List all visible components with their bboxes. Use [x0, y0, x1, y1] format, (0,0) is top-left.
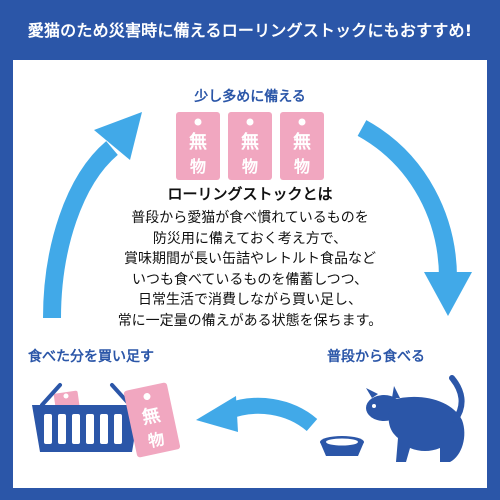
explanation-line: 賞味期間が長い缶詰やレトルト食品など: [124, 251, 376, 267]
explanation-line: 常に一定量の備えがある状態を保ちます。: [117, 312, 383, 329]
product-tag-icon: [176, 112, 220, 180]
stage-label-eat: 普段から食べる: [327, 349, 425, 365]
banner-title: 愛猫のため災害時に備えるローリングストックにもおすすめ!: [27, 21, 473, 40]
explanation-line: 防災用に備えておく考え方で、: [152, 230, 348, 247]
explanation-body: 普段から愛猫が食べ慣れているものを 防災用に備えておく考え方で、 賞味期間が長い…: [0, 208, 500, 331]
cycle-arrow-icon: [196, 396, 318, 432]
cat-icon: [366, 375, 465, 462]
stage-label-prepare: 少し多めに備える: [194, 89, 306, 105]
food-bowl-icon: [320, 436, 364, 456]
product-tag-icon: [228, 112, 272, 180]
product-tag-icon: [280, 112, 324, 180]
shopping-basket-icon: [32, 383, 140, 452]
cycle-arrow-icon: [357, 120, 472, 316]
explanation-line: 普段から愛猫が食べ慣れているものを: [131, 210, 369, 226]
cycle-arrow-icon: [43, 112, 142, 319]
explanation-line: いつも食べているものを備蓄しつつ、: [131, 271, 369, 288]
explanation-title: ローリングストックとは: [167, 185, 333, 203]
banner-header: 愛猫のため災害時に備えるローリングストックにもおすすめ!: [0, 0, 500, 58]
explanation-line: 日常生活で消費しながら買い足し、: [138, 292, 362, 308]
stage-label-restock: 食べた分を買い足す: [28, 349, 154, 365]
